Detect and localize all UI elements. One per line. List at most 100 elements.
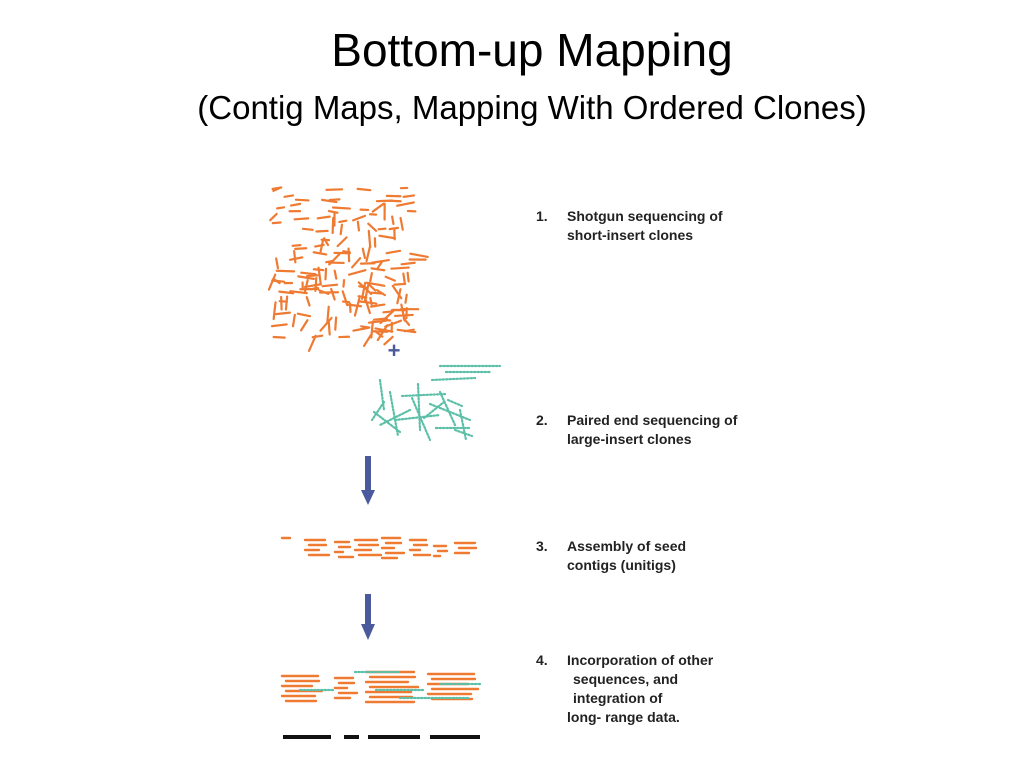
fragment [358, 285, 368, 289]
step-text-line: integration of [573, 690, 663, 706]
step-text-line: large-insert clones [567, 431, 692, 447]
fragment [383, 335, 394, 346]
fragment [309, 286, 319, 291]
step-number: 3. [536, 538, 548, 554]
fragment [406, 271, 410, 283]
fragment [272, 335, 286, 339]
fragment [351, 214, 367, 222]
fragment [345, 303, 363, 308]
fragment [356, 187, 372, 192]
step-text-line: Incorporation of other [567, 652, 714, 668]
fragment [399, 216, 404, 231]
fragment [311, 334, 324, 339]
fragment [375, 199, 394, 203]
seed-contigs [280, 536, 478, 560]
fragment [324, 267, 328, 281]
fragment [371, 202, 385, 213]
fragment [297, 275, 316, 280]
fragment [361, 247, 366, 259]
fragment [300, 271, 317, 276]
fragment [347, 269, 367, 276]
fragment [374, 327, 394, 333]
fragment [338, 219, 348, 224]
fragment [333, 269, 338, 280]
fragment [400, 392, 447, 398]
fragment [305, 296, 311, 307]
fragment [321, 283, 339, 288]
fragment [378, 234, 396, 240]
fragment [375, 289, 387, 297]
fragment [274, 311, 291, 316]
fragment [458, 408, 468, 442]
fragment [364, 297, 372, 315]
fragment [269, 212, 278, 222]
fragment [267, 273, 277, 291]
step-number: 1. [536, 208, 548, 224]
step-text-line: long- range data. [567, 709, 680, 725]
large-insert-fragments-cloud [370, 364, 502, 442]
fragment [327, 209, 339, 214]
fragment [356, 220, 361, 232]
fragment [312, 268, 325, 272]
integrated-contigs [280, 670, 482, 704]
fragment [272, 301, 277, 321]
fragment [365, 245, 372, 263]
fragment [288, 256, 304, 261]
fragment [316, 215, 331, 220]
fragment [284, 295, 289, 311]
fragment [396, 328, 417, 334]
fragment [325, 188, 344, 191]
down-arrow-2 [361, 594, 375, 640]
fragment [377, 227, 387, 231]
fragment [384, 275, 396, 282]
fragment [410, 396, 432, 442]
fragment [327, 319, 331, 336]
fragment [347, 247, 351, 263]
fragment [391, 215, 395, 226]
fragment [328, 253, 341, 266]
fragment [303, 279, 309, 294]
fragment [409, 252, 429, 259]
fragment [276, 206, 286, 210]
step-text-line: sequences, and [573, 671, 679, 687]
fragment [379, 309, 395, 325]
fragment [438, 390, 457, 427]
fragment [453, 428, 474, 438]
fragment [416, 382, 422, 432]
fragment [339, 223, 344, 236]
step-number: 2. [536, 412, 548, 428]
fragment [404, 293, 408, 304]
step-text-line: contigs (unitigs) [567, 557, 676, 573]
fragment [312, 251, 328, 256]
fragment [331, 216, 335, 235]
fragment [400, 261, 416, 266]
fragment [388, 226, 400, 231]
fragment [369, 272, 373, 283]
fragment [358, 300, 378, 305]
fragment [320, 198, 338, 204]
fragment [357, 295, 368, 299]
fragment [331, 206, 352, 210]
fragment [293, 250, 297, 264]
fragment [326, 305, 330, 324]
fragment [270, 323, 288, 328]
fragment [315, 229, 329, 233]
fragment [275, 269, 296, 273]
slide-title: Bottom-up Mapping [331, 24, 733, 76]
fragment [385, 249, 402, 255]
fragment [396, 201, 415, 207]
fragment [294, 247, 308, 250]
fragment [334, 316, 338, 331]
fragment [393, 413, 442, 422]
fragment [402, 317, 411, 326]
fragment [306, 274, 319, 278]
long-range-map-lines [283, 735, 480, 739]
fragment [336, 236, 348, 248]
fragment [272, 187, 281, 192]
fragment [378, 378, 386, 412]
fragment [294, 198, 310, 202]
step-text-line: short-insert clones [567, 227, 694, 243]
down-arrow-1 [361, 456, 375, 505]
fragment [370, 400, 386, 422]
fragment [367, 229, 372, 249]
